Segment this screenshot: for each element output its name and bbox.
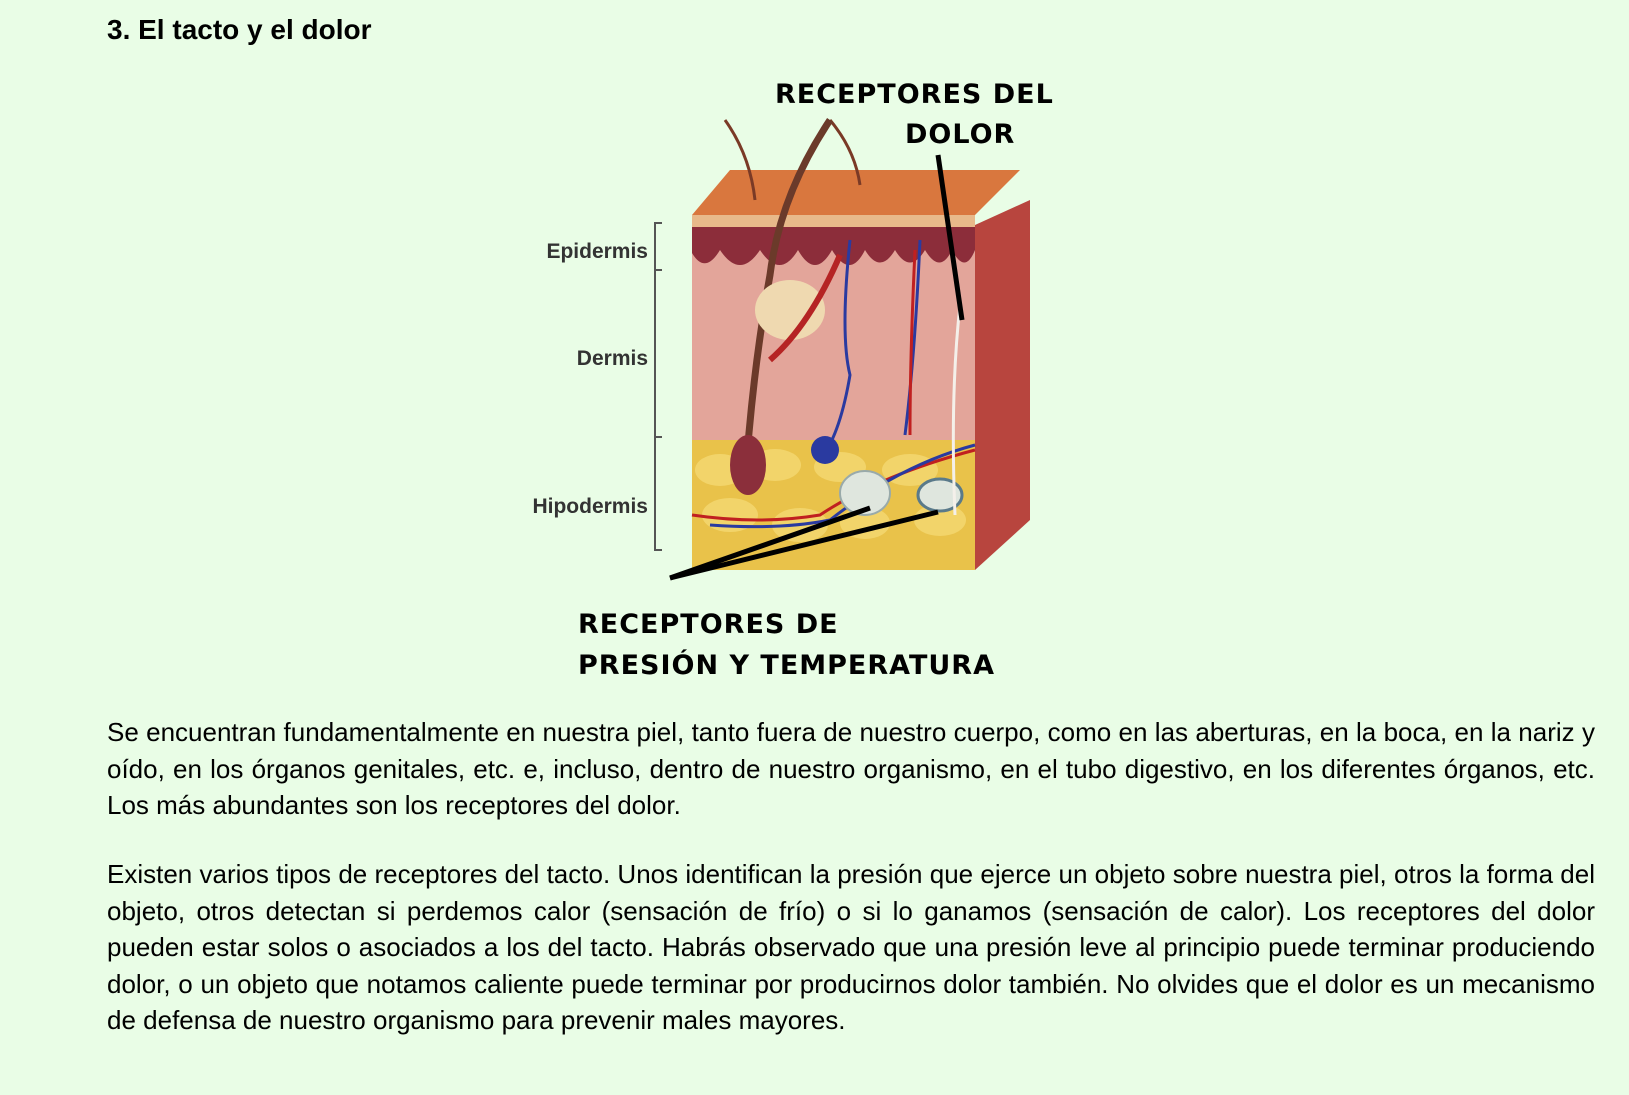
paragraph-1: Se encuentran fundamentalmente en nuestr… — [107, 717, 1595, 820]
layer-label-dermis: Dermis — [576, 347, 648, 370]
layer-label-epidermis: Epidermis — [546, 240, 648, 263]
pressure-receptors-label-line2: PRESIÓN Y TEMPERATURA — [578, 650, 995, 681]
skin-cross-section-illustration — [654, 118, 1030, 581]
paragraph-2: Existen varios tipos de receptores del t… — [107, 859, 1595, 1035]
section-title: 3. El tacto y el dolor — [107, 14, 372, 45]
pressure-receptors-label-line1: RECEPTORES DE — [578, 609, 839, 640]
layer-label-hipodermis: Hipodermis — [532, 495, 648, 518]
pain-receptors-label-line2: DOLOR — [905, 119, 1016, 150]
temperature-pointer-line — [669, 509, 939, 581]
skin-diagram: RECEPTORES DEL DOLOR Epidermis Dermis Hi… — [520, 75, 1100, 685]
pain-pointer-line — [935, 154, 965, 321]
pain-receptors-label-line1: RECEPTORES DEL — [775, 79, 1054, 110]
pressure-pointer-line — [669, 505, 871, 581]
